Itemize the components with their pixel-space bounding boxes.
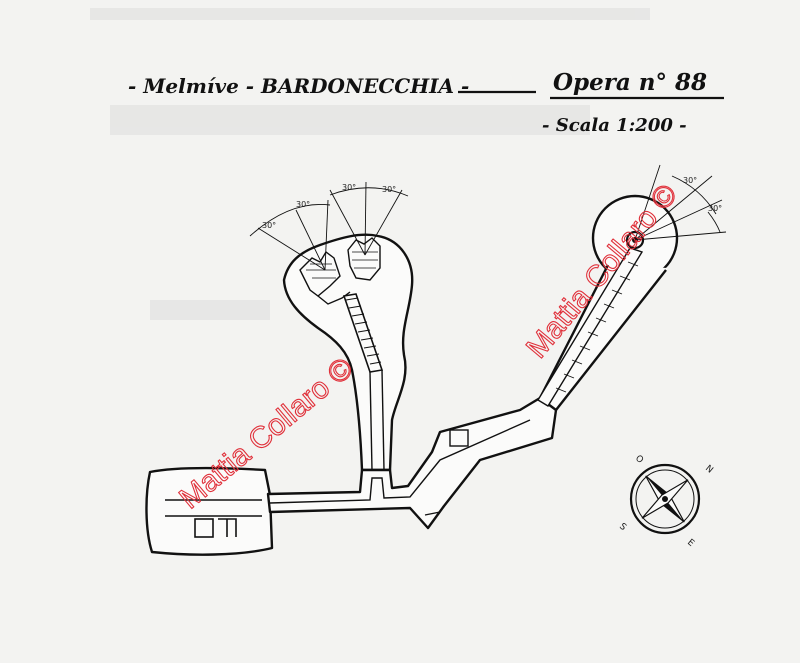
title-location: - Melmíve - BARDONECCHIA - xyxy=(128,74,469,98)
angle-left-b: 30° xyxy=(296,200,310,209)
right-stair xyxy=(537,230,645,407)
compass-o: O xyxy=(633,454,645,466)
angle-mid-b: 30° xyxy=(382,185,396,194)
compass-inner-ring xyxy=(635,469,695,529)
compass-needle-north xyxy=(645,476,670,499)
main-gallery xyxy=(266,396,558,530)
left-stair xyxy=(342,293,385,471)
entrance-inner xyxy=(165,499,262,538)
title-scale: - Scala 1:200 - xyxy=(542,115,687,136)
angle-left-a: 30° xyxy=(262,221,276,230)
gallery-centerline xyxy=(269,419,531,516)
paper-texture xyxy=(90,8,650,320)
compass-outer-ring xyxy=(629,463,701,535)
firing-sectors-left xyxy=(249,181,409,271)
embrasures xyxy=(299,237,381,305)
angle-right-b: 30° xyxy=(708,204,722,213)
compass-pivot xyxy=(662,496,668,502)
title-opera: Opera n° 88 xyxy=(553,69,707,96)
angle-labels: 30° 30° 30° 30° 30° 30° xyxy=(262,176,722,230)
compass-rose: N E S O xyxy=(617,454,715,550)
entrance-block xyxy=(145,466,274,556)
compass-s: S xyxy=(617,522,628,534)
title-block: - Melmíve - BARDONECCHIA - Opera n° 88 -… xyxy=(128,69,724,136)
firing-sectors-right xyxy=(634,164,727,241)
right-stair-treads xyxy=(555,261,639,393)
left-stair-treads xyxy=(345,297,382,365)
compass-n: N xyxy=(703,464,715,476)
compass-e: E xyxy=(685,538,696,550)
compass-needle-south xyxy=(660,499,685,522)
angle-mid-a: 30° xyxy=(342,183,356,192)
angle-right-a: 30° xyxy=(683,176,697,185)
